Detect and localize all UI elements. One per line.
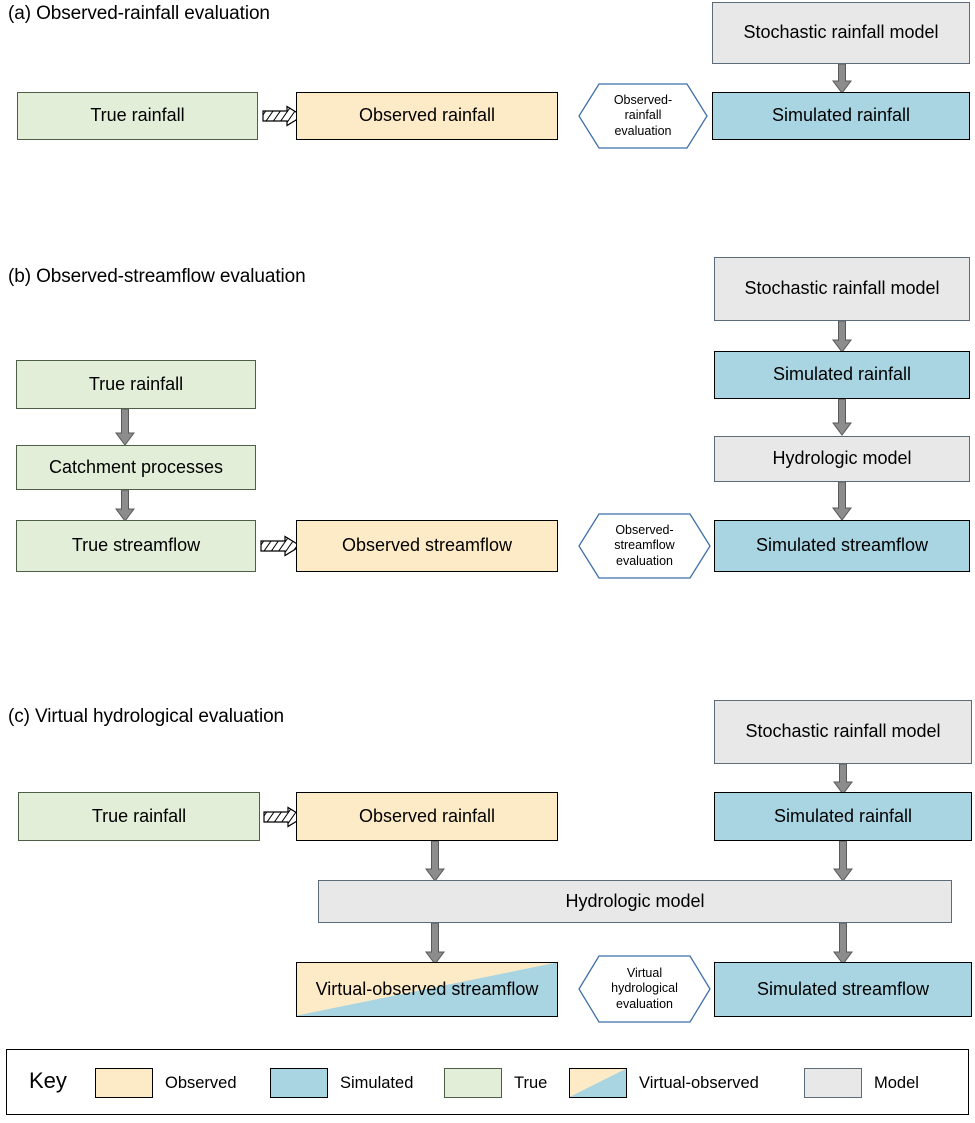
panel-c-stochastic-rainfall-model: Stochastic rainfall model <box>714 700 972 764</box>
key-item-true: True <box>444 1068 547 1098</box>
key-swatch-model-icon <box>804 1068 862 1098</box>
key-swatch-observed-icon <box>95 1068 153 1098</box>
panel-c-observed-rainfall: Observed rainfall <box>296 792 558 841</box>
panel-a-observed-rainfall: Observed rainfall <box>296 92 558 140</box>
panel-b-arrow-simulated-rainfall-to-hydrologic <box>831 399 853 436</box>
key-swatch-simulated-icon <box>270 1068 328 1098</box>
panel-b-simulated-rainfall: Simulated rainfall <box>714 351 970 399</box>
key-swatch-virtual-observed-icon <box>569 1068 627 1098</box>
panel-a-evaluation-label: Observed- rainfall evaluation <box>613 93 673 138</box>
key-item-model: Model <box>804 1068 919 1098</box>
panel-a-true-rainfall: True rainfall <box>17 92 258 140</box>
key-label-observed: Observed <box>165 1073 237 1092</box>
panel-b-evaluation-hexagon: Observed- streamflow evaluation <box>578 513 711 579</box>
panel-c-hatched-arrow-true-to-observed <box>263 806 305 828</box>
panel-b-catchment-processes: Catchment processes <box>16 445 256 490</box>
panel-c-simulated-streamflow: Simulated streamflow <box>714 962 972 1017</box>
panel-a-arrow-model-to-simulated <box>831 64 853 94</box>
panel-c-arrow-observed-rainfall-to-hydrologic <box>424 841 446 882</box>
panel-c-arrow-hydrologic-to-virtual-observed <box>424 923 446 965</box>
key-title: Key <box>29 1068 67 1093</box>
panel-c-true-rainfall: True rainfall <box>18 792 260 841</box>
panel-b-hatched-arrow-true-to-observed-streamflow <box>260 535 302 557</box>
panel-c-evaluation-hexagon: Virtual hydrological evaluation <box>578 955 711 1023</box>
panel-b-stochastic-rainfall-model: Stochastic rainfall model <box>714 257 970 321</box>
panel-b-hydrologic-model: Hydrologic model <box>714 436 970 482</box>
panel-a-hatched-arrow-true-to-observed <box>262 105 304 127</box>
panel-b-arrow-model-to-simulated-rainfall <box>831 321 853 353</box>
key-item-observed: Observed <box>95 1068 237 1098</box>
panel-c-arrow-model-to-simulated-rainfall <box>832 764 854 795</box>
panel-b-simulated-streamflow: Simulated streamflow <box>714 520 970 572</box>
key-label-virtual-observed: Virtual-observed <box>639 1073 759 1092</box>
panel-c-virtual-observed-streamflow: Virtual-observed streamflow <box>296 962 558 1017</box>
key-label-simulated: Simulated <box>340 1073 414 1092</box>
key-label-true: True <box>514 1073 548 1092</box>
key-item-simulated: Simulated <box>270 1068 413 1098</box>
key-legend: Key Observed Simulated True Virtual-obse… <box>6 1049 969 1115</box>
panel-b-arrow-true-rainfall-to-catchment <box>114 409 136 446</box>
panel-b-arrow-catchment-to-true-streamflow <box>114 490 136 522</box>
key-label-model: Model <box>874 1073 919 1092</box>
panel-c-title: (c) Virtual hydrological evaluation <box>8 706 285 727</box>
panel-b-true-rainfall: True rainfall <box>16 360 256 409</box>
key-item-virtual-observed: Virtual-observed <box>569 1068 759 1098</box>
panel-b-arrow-hydrologic-to-simulated-streamflow <box>831 482 853 521</box>
panel-c-evaluation-label: Virtual hydrological evaluation <box>611 966 678 1011</box>
panel-a-title: (a) Observed-rainfall evaluation <box>8 3 270 24</box>
panel-a-simulated-rainfall: Simulated rainfall <box>712 92 970 140</box>
key-swatch-true-icon <box>444 1068 502 1098</box>
panel-c-arrow-hydrologic-to-simulated-streamflow <box>832 923 854 965</box>
panel-b-evaluation-label: Observed- streamflow evaluation <box>614 523 675 568</box>
panel-a-stochastic-rainfall-model: Stochastic rainfall model <box>712 2 970 64</box>
panel-a-evaluation-hexagon: Observed- rainfall evaluation <box>578 83 708 149</box>
panel-b-title: (b) Observed-streamflow evaluation <box>8 266 306 287</box>
panel-c-hydrologic-model: Hydrologic model <box>318 880 952 923</box>
panel-c-simulated-rainfall: Simulated rainfall <box>714 792 972 841</box>
panel-c-arrow-simulated-rainfall-to-hydrologic <box>832 841 854 882</box>
panel-b-true-streamflow: True streamflow <box>16 520 256 572</box>
panel-b-observed-streamflow: Observed streamflow <box>296 520 558 572</box>
